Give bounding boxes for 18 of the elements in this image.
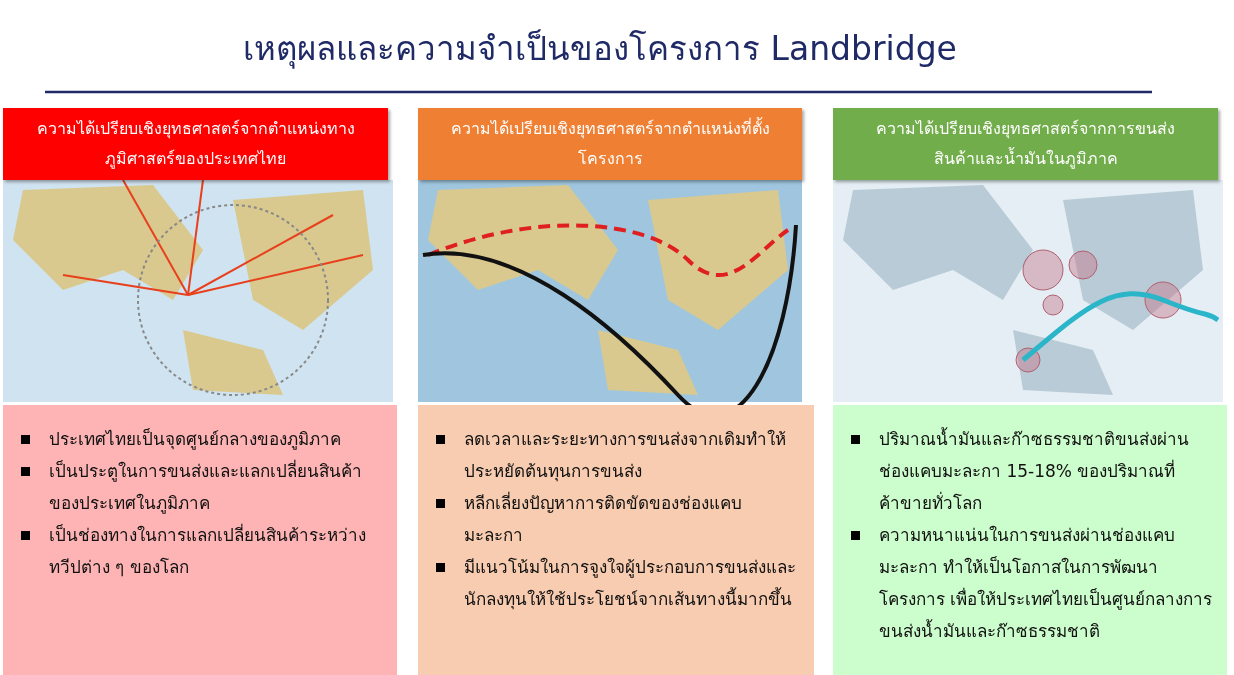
bullet-text: มีแนวโน้มในการจูงใจผู้ประกอบการขนส่งและนักลงทุนให้ใช้ประโยชน์จากเส้นทางนี้มากขึ้น — [464, 557, 796, 609]
bullet-text: ปริมาณน้ำมันและก๊าซธรรมชาติขนส่งผ่านช่องแคบมะละกา 15-18% ของปริมาณที่ค้าขายทั่วโลก — [879, 429, 1189, 513]
bullet-text: ความหนาแน่นในการขนส่งผ่านช่องแคบมะละกา ทำให้เป็นโอกาสในการพัฒนาโครงการ เพื่อให้ประเทศไทยเป็นศูนย์กลางการขนส่งน้ำมันและก๊าซธรรมชาติ — [879, 525, 1213, 641]
text-panel — [418, 405, 814, 675]
header-text: ความได้เปรียบเชิงยุทธศาสตร์จากตำแหน่งที่ตั้งโครงการ — [449, 116, 771, 170]
header-banner — [3, 108, 388, 180]
text-panel — [3, 405, 397, 675]
bullet-text: ประเทศไทยเป็นจุดศูนย์กลางของภูมิภาค — [49, 429, 341, 449]
header-text: ความได้เปรียบเชิงยุทธศาสตร์จากตำแหน่งทางภูมิศาสตร์ของประเทศไทย — [35, 118, 356, 171]
slide-title: เหตุผลและความจำเป็นของโครงการ Landbridge — [242, 28, 958, 71]
header-banner — [833, 108, 1218, 180]
bullet-text: เป็นประตูในการขนส่งและแลกเปลี่ยนสินค้าของประเทศในภูมิภาค — [49, 461, 362, 513]
bullet-text: ลดเวลาและระยะทางการขนส่งจากเดิมทำให้ประหยัดต้นทุนการขนส่ง — [464, 429, 786, 481]
bullet-text: เป็นช่องทางในการแลกเปลี่ยนสินค้าระหว่างทวีปต่าง ๆ ของโลก — [49, 525, 366, 577]
header-text: ความได้เปรียบเชิงยุทธศาสตร์จากการขนส่งสินค้าและน้ำมันในภูมิภาค — [875, 118, 1176, 171]
bullet-text: หลีกเลี่ยงปัญหาการติดขัดของช่องแคบมะละกา — [464, 493, 742, 545]
text-panel — [833, 405, 1227, 675]
header-banner — [418, 108, 802, 180]
